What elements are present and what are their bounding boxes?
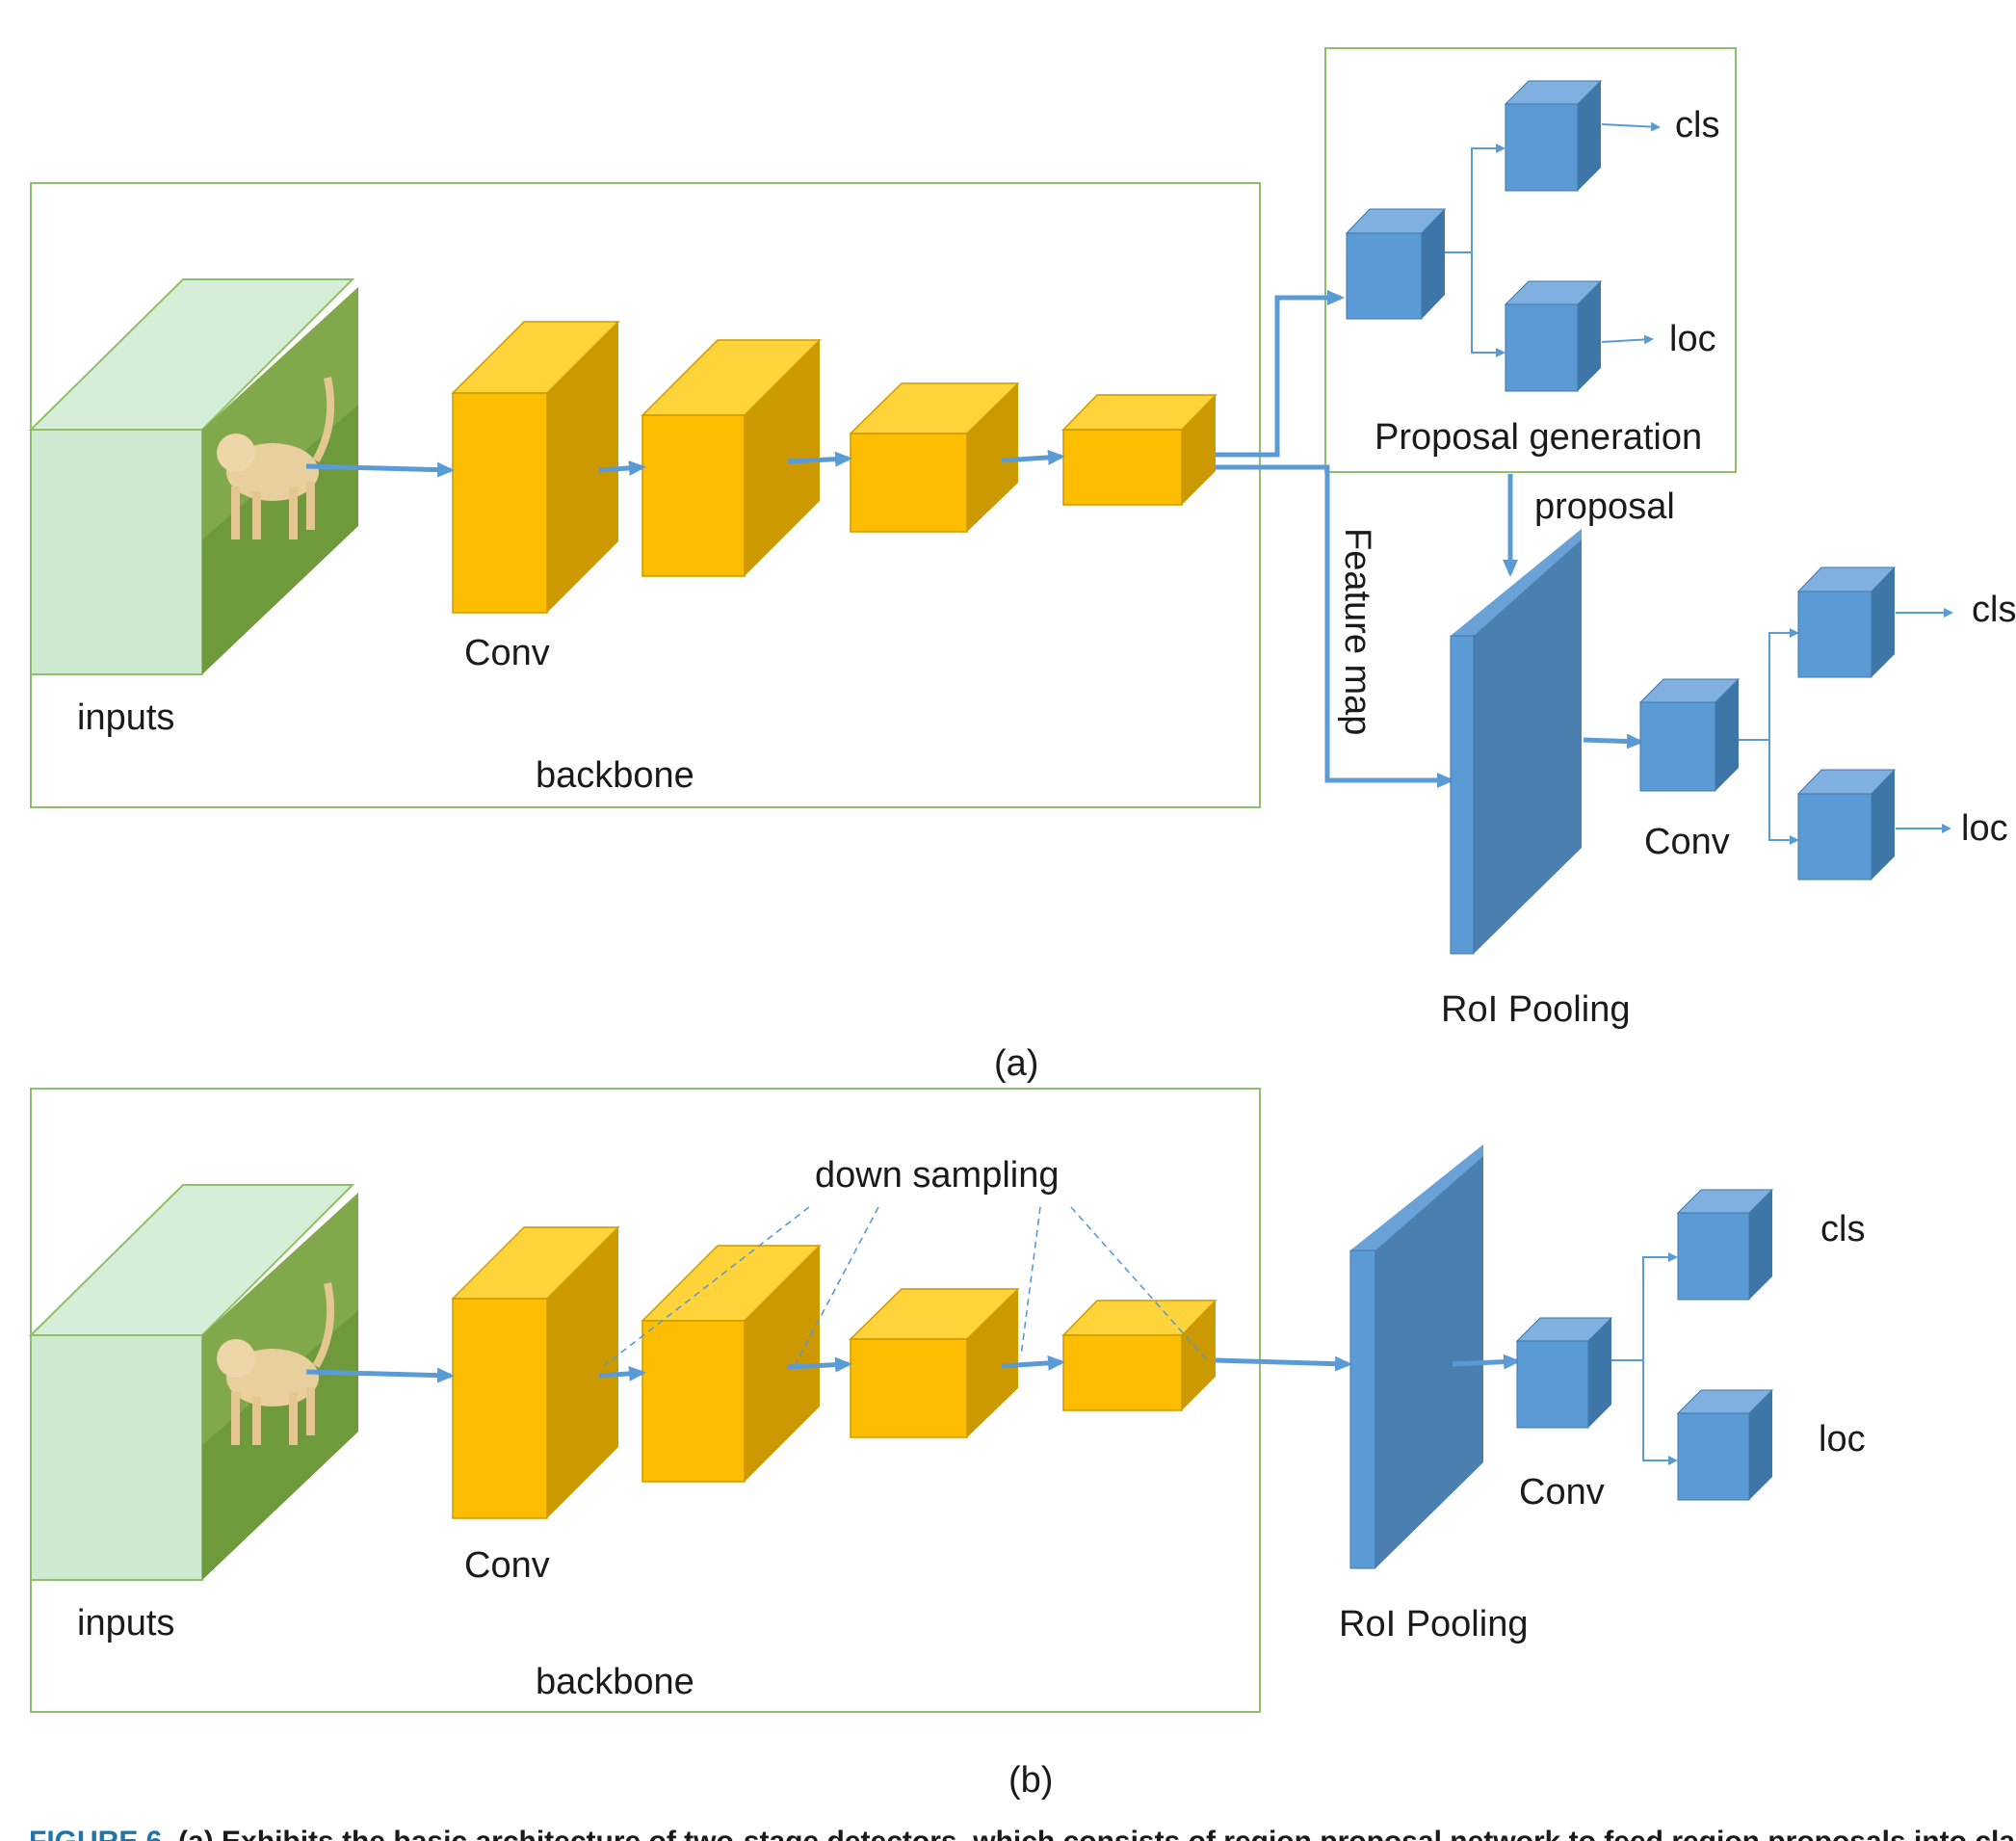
roi-pooling-slab-b [1349, 1144, 1483, 1569]
conv-label: Conv [464, 633, 550, 673]
cls-cube-a [1796, 566, 1897, 678]
conv-block-2 [641, 339, 822, 577]
feature-map-label: Feature map [1337, 528, 1377, 735]
arrow-conv3-to-conv4-b [1001, 1354, 1065, 1371]
rpn-cube [1345, 208, 1447, 320]
rpn-loc-cube [1504, 280, 1603, 392]
rpn-cls-cube [1504, 80, 1603, 192]
backbone-label: backbone [536, 755, 694, 796]
rpn-cls-label: cls [1675, 105, 1719, 145]
arrow-feature-map [1216, 464, 1454, 788]
inputs-label-b: inputs [77, 1603, 174, 1644]
head-conv-label-b: Conv [1519, 1472, 1605, 1512]
head-branch-lines-b-loc [1642, 1360, 1678, 1465]
roi-pooling-slab-a [1450, 529, 1582, 955]
arrow-roi-to-conv-b [1452, 1354, 1521, 1370]
arrow-roi-to-conv-a [1583, 733, 1644, 750]
dog-photo-icon [202, 1193, 358, 1580]
arrow-conv1-to-conv2 [598, 460, 646, 476]
proposal-generation-label: Proposal generation [1375, 417, 1702, 458]
panel-b: inputs Conv backbone down sampling RoI P… [28, 1088, 1866, 1801]
head-conv-cube-b [1515, 1317, 1613, 1429]
head-branch-lines-a-loc [1768, 740, 1799, 845]
loc-label-b: loc [1819, 1419, 1866, 1460]
roi-pooling-label-a: RoI Pooling [1441, 989, 1630, 1030]
figure-caption: FIGURE 6. (a) Exhibits the basic archite… [29, 1826, 2013, 1841]
conv-block-4-b [1061, 1300, 1217, 1411]
down-sampling-label: down sampling [815, 1155, 1059, 1196]
cls-label-a: cls [1972, 590, 2016, 630]
dog-photo-icon [202, 287, 358, 674]
proposal-label: proposal [1534, 487, 1675, 527]
cls-cube-b [1676, 1189, 1774, 1301]
cls-label-b: cls [1820, 1209, 1865, 1249]
conv-block-2-b [641, 1245, 822, 1483]
head-branch-lines-a [1739, 628, 1799, 741]
head-conv-label-a: Conv [1644, 822, 1730, 862]
arrow-backbone-to-roi-b [1215, 1355, 1352, 1372]
panel-a-label: (a) [994, 1043, 1038, 1084]
input-volume-b [28, 1184, 358, 1581]
conv-block-3-b [849, 1288, 1020, 1438]
inputs-label: inputs [77, 697, 174, 738]
rpn-loc-label: loc [1669, 319, 1716, 359]
arrow-to-proposal-generation [1216, 290, 1345, 458]
panel-a: inputs Conv backbone Proposal generation… [28, 47, 2016, 1084]
conv-block-4 [1061, 394, 1217, 506]
arrow-input-to-conv-b [305, 1367, 455, 1383]
rpn-cls-arrow [1601, 121, 1661, 132]
roi-pooling-label-b: RoI Pooling [1339, 1604, 1528, 1644]
rpn-branch-lines-loc [1471, 252, 1505, 357]
conv-block-3 [849, 382, 1020, 533]
backbone-label-b: backbone [536, 1662, 694, 1702]
loc-cube-a [1796, 769, 1897, 881]
proposal-generation-frame [1324, 47, 1737, 473]
arrow-conv2-to-conv3-b [787, 1356, 852, 1373]
down-sampling-leaders [604, 1206, 1210, 1366]
loc-label-a: loc [1961, 808, 2008, 849]
conv-block-1 [451, 321, 620, 614]
arrow-conv3-to-conv4 [1001, 449, 1065, 465]
input-volume [28, 278, 358, 675]
arrow-input-to-conv [305, 461, 455, 478]
conv-block-1-b [451, 1226, 620, 1519]
arrow-conv2-to-conv3 [787, 451, 852, 467]
caption-text: (a) Exhibits the basic architecture of t… [178, 1826, 2013, 1841]
panel-b-label: (b) [1008, 1760, 1053, 1801]
arrow-conv1-to-conv2-b [598, 1365, 646, 1381]
head-conv-cube-a [1638, 678, 1741, 792]
loc-cube-b [1676, 1389, 1774, 1501]
conv-label-b: Conv [464, 1545, 550, 1586]
figure-number: FIGURE 6. [29, 1826, 170, 1841]
rpn-branch-lines [1445, 144, 1505, 253]
head-branch-lines-b [1611, 1252, 1678, 1361]
rpn-loc-arrow [1601, 334, 1654, 345]
